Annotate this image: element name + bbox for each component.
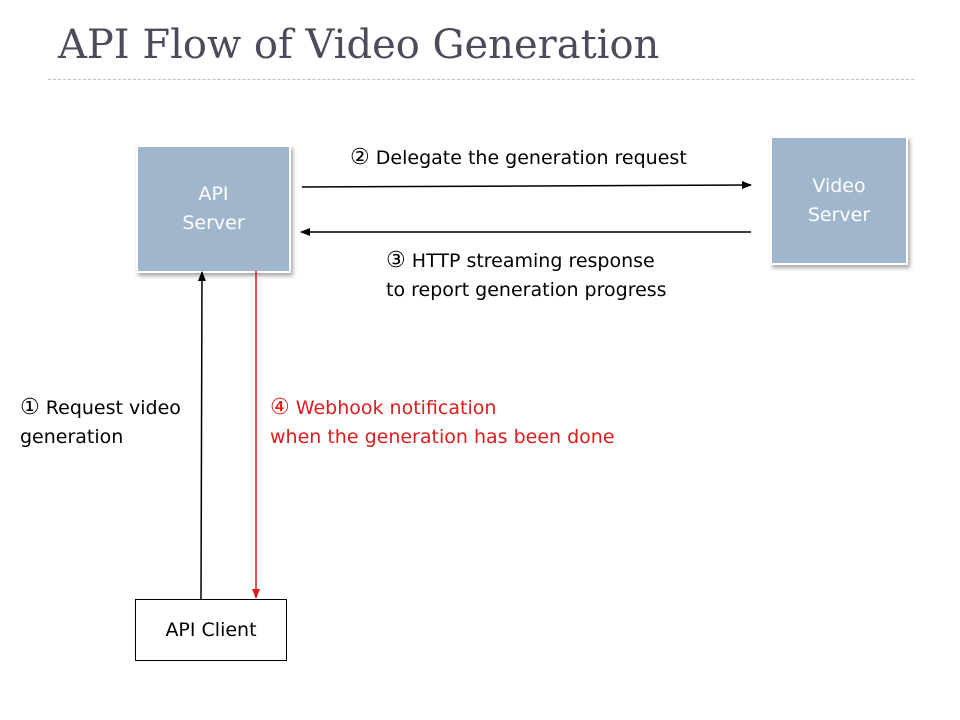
- title-divider: [48, 79, 914, 80]
- step1-number: ①: [20, 395, 40, 420]
- api-server-label-line2: Server: [182, 212, 245, 234]
- api-client-box: API Client: [135, 599, 287, 661]
- step4-label: ④ Webhook notification when the generati…: [270, 393, 615, 452]
- step3-label: ③ HTTP streaming response to report gene…: [386, 246, 667, 305]
- step4-text-line2: when the generation has been done: [270, 426, 615, 448]
- step3-number: ③: [386, 248, 406, 273]
- video-server-label-line2: Server: [807, 203, 871, 226]
- step3-text-line2: to report generation progress: [386, 279, 667, 301]
- arrow-delegate-request: [301, 181, 752, 190]
- api-server-box: API Server: [136, 145, 291, 273]
- video-server-box: Video Server: [770, 136, 908, 265]
- api-client-label: API Client: [165, 619, 257, 641]
- step1-label: ① Request video generation: [20, 393, 181, 452]
- step2-label: ② Delegate the generation request: [350, 143, 687, 173]
- video-server-label-line1: Video: [812, 174, 866, 197]
- step1-text-line2: generation: [20, 426, 124, 448]
- step4-number: ④: [270, 395, 290, 420]
- api-server-label-line1: API: [198, 183, 229, 205]
- step3-text-line1: HTTP streaming response: [411, 250, 655, 272]
- step2-text: Delegate the generation request: [375, 147, 687, 169]
- slide-title: API Flow of Video Generation: [58, 22, 660, 68]
- arrow-request-video: [197, 271, 206, 600]
- step1-text-line1: Request video: [45, 397, 181, 419]
- step4-text-line1: Webhook notification: [295, 397, 497, 419]
- step2-number: ②: [350, 145, 370, 170]
